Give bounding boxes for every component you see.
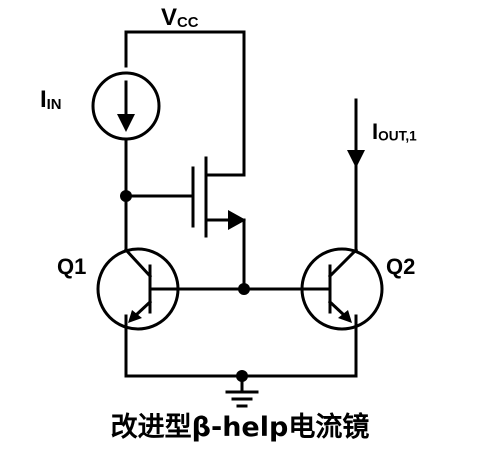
iout-arrowhead [347, 150, 365, 168]
junction-node-ground [236, 370, 248, 382]
iin-label-main: I [40, 86, 47, 113]
vcc-label: VCC [161, 4, 199, 31]
junction-node-base [238, 283, 250, 295]
vcc-label-main: V [161, 4, 178, 31]
q2-emitter-arrowhead [338, 310, 352, 323]
q1-emitter-lead [132, 299, 153, 319]
diagram-caption: 改进型β-help电流镜 [110, 412, 370, 443]
q2-collector-lead [327, 247, 359, 279]
iin-label-sub: IN [46, 96, 62, 113]
q1-collector-lead [123, 247, 153, 279]
nmos-source-arrowhead [228, 210, 246, 230]
q2-emitter-lead [327, 299, 348, 319]
iout-label-main: I [372, 119, 379, 144]
iin-label: IIN [40, 86, 62, 113]
q2-body [300, 247, 384, 331]
q1-emitter-arrowhead [128, 310, 142, 323]
q2-label: Q2 [386, 254, 416, 279]
junction-node-gate [120, 190, 132, 202]
vcc-label-sub: CC [177, 14, 199, 31]
iout-label-sub: OUT,1 [378, 128, 417, 144]
current-source-arrowhead [117, 114, 135, 132]
iout-label: IOUT,1 [372, 121, 417, 143]
q1-label: Q1 [57, 254, 87, 279]
